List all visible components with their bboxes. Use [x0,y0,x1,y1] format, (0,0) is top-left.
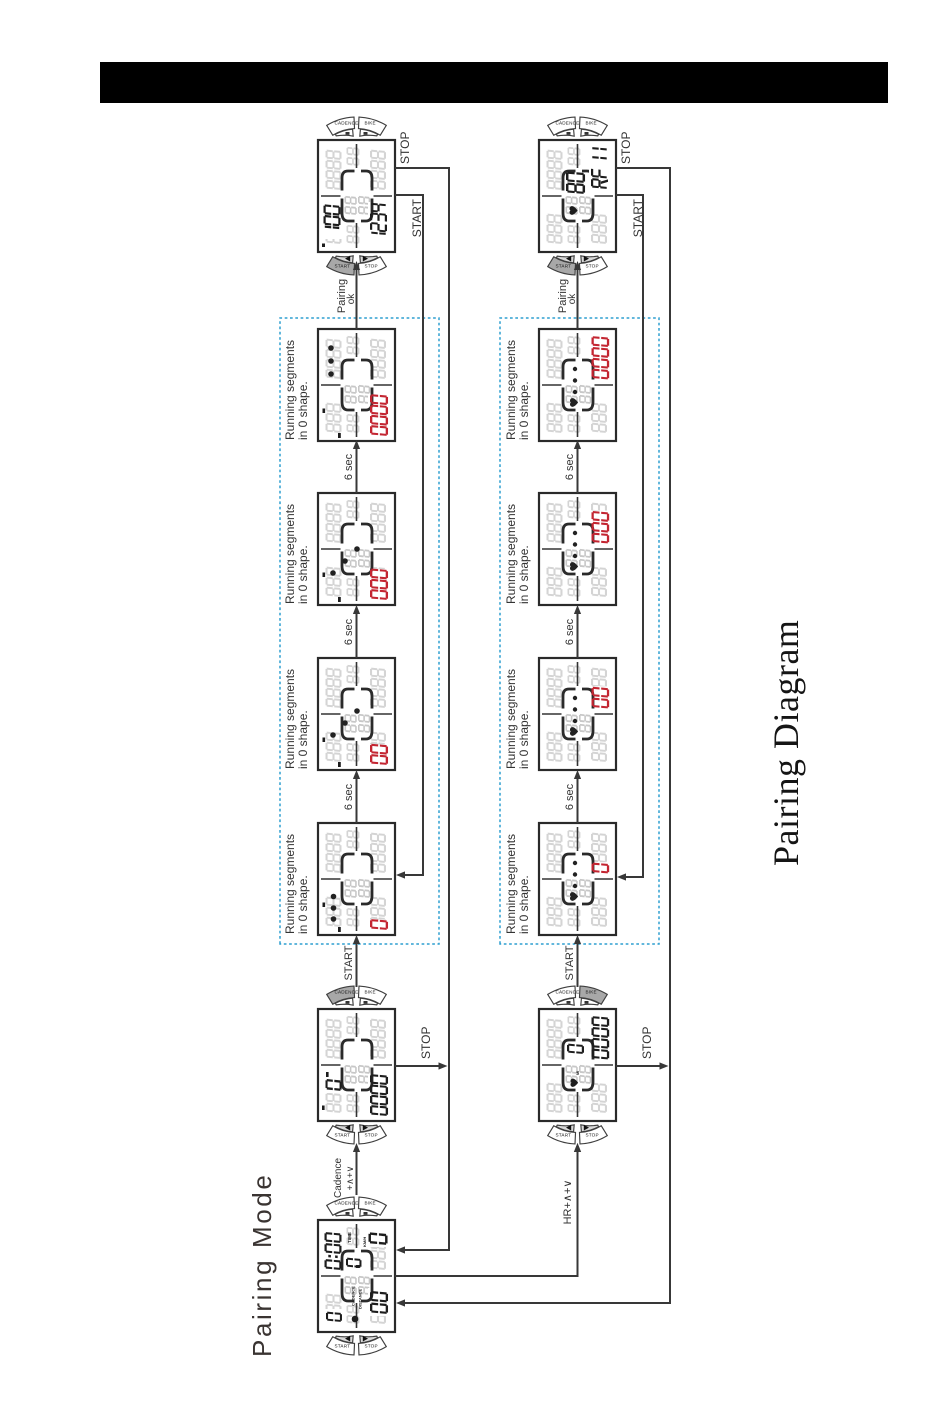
svg-text:Pairing: Pairing [557,279,569,313]
svg-text:STOP: STOP [364,1344,377,1349]
svg-text:Running segments: Running segments [504,504,518,604]
svg-text:BIKE: BIKE [364,121,375,126]
svg-text:HR+∧+∨: HR+∧+∨ [562,1180,574,1225]
svg-text:6 sec: 6 sec [343,453,355,480]
svg-text:in 0 shape.: in 0 shape. [517,381,531,440]
svg-text:Running segments: Running segments [283,340,297,440]
svg-text:Cadence: Cadence [333,1158,344,1198]
svg-text:BIKE: BIKE [364,990,375,995]
svg-text:in 0 shape.: in 0 shape. [296,710,310,769]
svg-text:START: START [410,198,424,237]
svg-text:in 0 shape.: in 0 shape. [517,875,531,934]
svg-text:Running segments: Running segments [504,834,518,934]
svg-text:Running segments: Running segments [504,340,518,440]
svg-text:CADENCE: CADENCE [555,121,579,126]
svg-text:STOP: STOP [640,1027,654,1059]
svg-text:START: START [334,264,350,269]
svg-text:DISTANCE: DISTANCE [358,1289,363,1309]
svg-text:START: START [631,198,645,237]
svg-text:START: START [334,1344,350,1349]
svg-text:CADENCE: CADENCE [351,1286,356,1306]
svg-text:Pairing Diagram: Pairing Diagram [766,620,806,866]
svg-text:BIKE: BIKE [364,1201,375,1206]
svg-text:STOP: STOP [419,1027,433,1059]
svg-text:Running segments: Running segments [283,834,297,934]
svg-text:START: START [555,1133,571,1138]
svg-text:in 0 shape.: in 0 shape. [296,875,310,934]
svg-text:+∧+∨: +∧+∨ [345,1165,356,1190]
svg-text:BIKE: BIKE [585,121,596,126]
svg-text:BIKE: BIKE [585,990,596,995]
svg-text:STOP: STOP [364,264,377,269]
svg-text:START: START [564,945,576,980]
svg-text:in 0 shape.: in 0 shape. [296,545,310,604]
svg-text:Running segments: Running segments [283,504,297,604]
svg-text:STOP: STOP [585,1133,598,1138]
svg-text:STOP: STOP [398,132,412,164]
svg-text:6 sec: 6 sec [564,783,576,810]
svg-text:in 0 shape.: in 0 shape. [517,545,531,604]
svg-text:ok: ok [346,293,357,305]
svg-text:ok: ok [567,293,578,305]
svg-text:CADENCE: CADENCE [334,1201,358,1206]
svg-text:STOP: STOP [364,1133,377,1138]
svg-text:Running segments: Running segments [504,669,518,769]
svg-text:in 0 shape.: in 0 shape. [517,710,531,769]
svg-text:Pairing Mode: Pairing Mode [247,1173,277,1357]
svg-text:TIME: TIME [347,1232,352,1243]
svg-text:in 0 shape.: in 0 shape. [296,381,310,440]
svg-text:KM/H: KM/H [362,1237,367,1247]
svg-text:6 sec: 6 sec [564,453,576,480]
svg-text:Running segments: Running segments [283,669,297,769]
svg-text:Pairing: Pairing [336,279,348,313]
svg-text:STOP: STOP [585,264,598,269]
svg-text:CADENCE: CADENCE [334,990,358,995]
svg-text:START: START [555,264,571,269]
svg-text:6 sec: 6 sec [343,783,355,810]
svg-text:CADENCE: CADENCE [555,990,579,995]
svg-text:6 sec: 6 sec [343,618,355,645]
svg-text:START: START [343,945,355,980]
svg-text:6 sec: 6 sec [564,618,576,645]
svg-text:STOP: STOP [619,132,633,164]
svg-text:START: START [334,1133,350,1138]
svg-text:CADENCE: CADENCE [334,121,358,126]
svg-text:MI: MI [576,1071,580,1075]
